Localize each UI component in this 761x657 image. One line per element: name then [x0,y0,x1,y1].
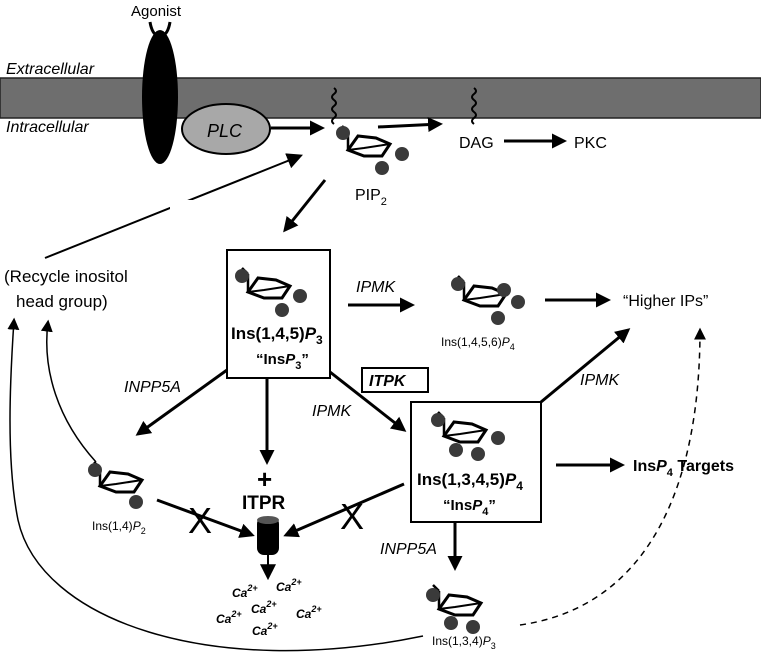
itpk-label: ITPK [369,373,407,390]
dag-label: DAG [459,135,494,152]
dag-lipid-tail [471,87,477,125]
receptor-body [142,30,178,164]
pip2-lipid-tail [331,87,337,125]
pkc-label: PKC [574,135,607,152]
svg-text:Ca2+: Ca2+ [252,621,278,638]
curve-ip3-134-to-recycle [7,317,424,652]
inpp5a-right-label: INPP5A [380,541,437,558]
ip3-label: Ins(1,4,5)P3 [231,324,323,347]
svg-text:Ca2+: Ca2+ [216,609,242,626]
ip4-molecule [431,410,505,461]
arrow-ip3-to-ip4 [329,370,407,432]
ip2-label: Ins(1,4)P2 [92,519,146,536]
ip2-block-x: X [188,500,212,541]
extracellular-label: Extracellular [6,61,95,78]
itpk-box [361,367,429,393]
svg-text:Ca2+: Ca2+ [251,599,277,616]
pip2-molecule [336,124,409,175]
ip3-134-label: Ins(1,3,4)P3 [432,634,496,651]
intracellular-label: Intracellular [6,119,89,136]
recycle-label-mask [170,200,196,214]
itpr-plus: + [257,464,272,494]
recycle-label-line2: head group) [16,292,108,311]
ip2-molecule [88,460,144,509]
ip4-alias: “InsP4” [443,497,496,518]
pip2-label: PIP2 [355,187,387,208]
plc-enzyme [181,103,271,155]
ip3-alias: “InsP3” [256,351,309,372]
svg-text:Ca2+: Ca2+ [276,577,302,594]
ip4-1456-label: Ins(1,4,5,6)P4 [441,335,515,352]
arrow-pip2-to-dag [377,117,443,133]
ip3-134-molecule [426,583,483,634]
itpr-label: ITPR [242,493,286,514]
arrow-ip4-to-itpr-blocked [283,482,405,538]
recycle-label-line1: (Recycle inositol [4,267,128,286]
inpp5a-left-label: INPP5A [124,379,181,396]
arrow-ip4-to-higher-ips [540,328,631,404]
cell-membrane [0,77,761,119]
arrow-ip2-to-itpr-blocked [156,498,255,538]
ipmk-top-label: IPMK [356,279,396,296]
ipmk-mid-label: IPMK [312,403,352,420]
calcium-ions: Ca2+ Ca2+ Ca2+ Ca2+ Ca2+ Ca2+ [216,577,322,638]
arrow-ip3-to-ip2 [135,368,228,436]
agonist-label: Agonist [131,3,182,20]
arrow-pip2-to-ip3 [283,179,327,233]
curve-ip2-to-recycle [40,319,97,463]
ipmk-right-label: IPMK [580,372,620,389]
ip4-block-x: X [340,496,364,537]
plc-label: PLC [207,121,243,141]
ip4-label: Ins(1,3,4,5)P4 [417,470,523,493]
ip3-molecule [235,266,307,317]
dashed-arrow-ip3-134-to-higher-ips [519,327,706,626]
itpr-channel [257,516,279,555]
svg-text:Ca2+: Ca2+ [232,583,258,600]
ip4-1456-molecule [451,274,525,325]
insp4-targets-label: InsP4 Targets [633,458,734,479]
higher-ips-label: “Higher IPs” [623,293,708,310]
svg-text:Ca2+: Ca2+ [296,604,322,621]
